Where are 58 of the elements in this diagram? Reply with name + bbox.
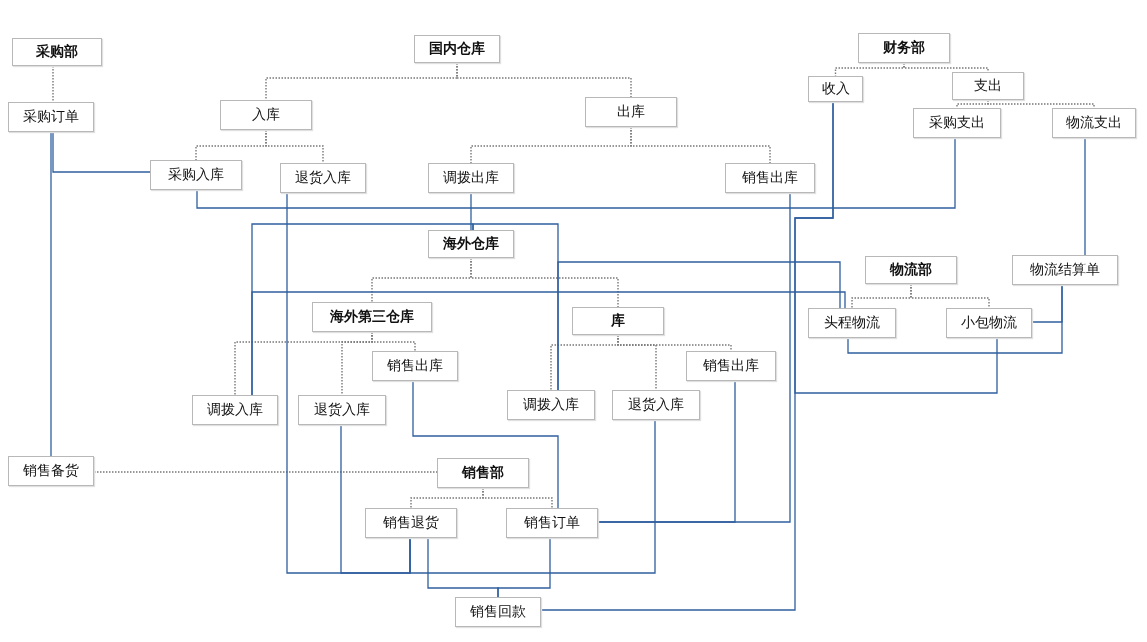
process-box: 销售回款 (455, 597, 541, 627)
connector-line (196, 137, 956, 209)
process-box: 物流支出 (1052, 108, 1136, 138)
process-box: 采购订单 (8, 102, 94, 132)
dotted-connector (910, 283, 990, 309)
connector-line (470, 192, 472, 231)
dotted-connector (903, 62, 989, 73)
department-box: 财务部 (858, 33, 950, 63)
connector-line (251, 291, 846, 396)
process-box: 采购支出 (913, 108, 1001, 138)
process-box: 退货入库 (280, 163, 366, 193)
department-box: 销售部 (437, 458, 529, 488)
process-box: 采购入库 (150, 160, 242, 190)
connector-line (340, 424, 411, 574)
department-box: 库 (572, 307, 664, 335)
process-box: 收入 (808, 76, 863, 102)
dotted-connector (987, 99, 1095, 109)
connector-line (1084, 137, 1086, 256)
dotted-connector (341, 331, 373, 396)
process-box: 入库 (220, 100, 312, 130)
dotted-connector (482, 487, 553, 509)
connector-line (597, 192, 791, 523)
connector-line (794, 101, 998, 394)
dotted-connector (52, 65, 54, 103)
process-box: 销售出库 (686, 351, 776, 381)
process-box: 销售出库 (725, 163, 815, 193)
process-box: 调拨入库 (192, 395, 278, 425)
connector-line (52, 131, 151, 173)
process-box: 物流结算单 (1012, 255, 1118, 285)
process-box: 销售订单 (506, 508, 598, 538)
connector-line (497, 537, 551, 598)
process-box: 出库 (585, 97, 677, 127)
connector-line (557, 261, 841, 391)
process-box: 调拨入库 (507, 390, 595, 420)
dotted-connector (630, 126, 771, 164)
department-box: 国内仓库 (414, 35, 500, 63)
dotted-connector (265, 129, 324, 164)
process-box: 退货入库 (612, 390, 700, 420)
process-box: 支出 (952, 72, 1024, 100)
department-box: 海外仓库 (428, 230, 514, 258)
process-box: 调拨出库 (428, 163, 514, 193)
process-box: 退货入库 (298, 395, 386, 425)
process-box: 销售备货 (8, 456, 94, 486)
department-box: 采购部 (12, 38, 102, 66)
process-box: 销售出库 (372, 351, 458, 381)
connector-line (409, 419, 656, 574)
connector-line (1031, 284, 1063, 323)
department-box: 海外第三仓库 (312, 302, 432, 332)
dotted-connector (93, 471, 438, 473)
dotted-connector (456, 62, 632, 98)
connector-line (50, 131, 52, 457)
process-box: 销售退货 (365, 508, 457, 538)
process-box: 小包物流 (946, 308, 1032, 338)
dotted-connector (617, 334, 732, 352)
dotted-connector (470, 257, 619, 308)
process-box: 头程物流 (808, 308, 896, 338)
department-box: 物流部 (865, 256, 957, 284)
connector-line (412, 380, 559, 509)
